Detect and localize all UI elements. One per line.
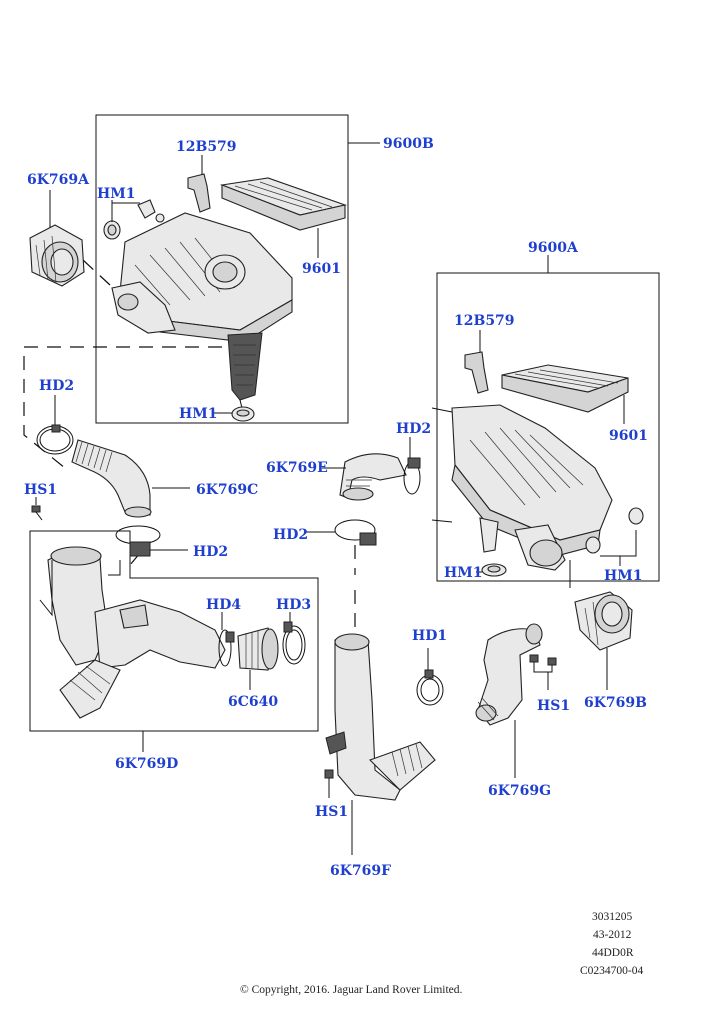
screw-hs1-left — [31, 497, 43, 521]
screw-hs1-right — [529, 654, 557, 690]
duct-6k769f — [325, 633, 436, 855]
label-hd2-right-mid: HD2 — [273, 527, 308, 543]
air-filter-9601-right — [501, 364, 629, 424]
clamp-hd4 — [218, 612, 235, 667]
label-9600b: 9600B — [383, 136, 434, 152]
ref-number-3: 44DD0R — [592, 947, 634, 959]
grommet-hm1-top — [103, 199, 255, 422]
copyright-notice: © Copyright, 2016. Jaguar Land Rover Lim… — [240, 984, 463, 996]
clamp-hd2-right-top — [403, 437, 421, 495]
label-12b579-right: 12B579 — [454, 313, 515, 329]
maf-housing-6c640 — [237, 627, 279, 690]
duct-6k769d — [39, 546, 226, 719]
label-6k769a: 6K769A — [27, 172, 90, 188]
ref-number-4: C0234700-04 — [580, 965, 644, 977]
hose-6k769c — [71, 439, 190, 518]
label-hs1-middle: HS1 — [315, 804, 348, 820]
label-hm1-bottom-left: HM1 — [179, 406, 217, 422]
group-box-6k769d — [29, 530, 319, 732]
label-6k769d: 6K769D — [115, 756, 178, 772]
duct-6k769g — [475, 623, 543, 778]
clamp-hd3 — [282, 612, 306, 665]
ref-number-1: 3031205 — [592, 911, 633, 923]
label-6k769c: 6K769C — [196, 482, 258, 498]
group-box-9600b — [95, 114, 349, 424]
clamp-hd2-lower — [115, 525, 188, 557]
label-9600a: 9600A — [528, 240, 579, 256]
intake-cone-6k769a — [29, 190, 85, 287]
label-9601-right: 9601 — [609, 428, 648, 444]
label-hs1-left: HS1 — [24, 482, 57, 498]
label-6k769f: 6K769F — [330, 863, 391, 879]
clamp-hd1 — [416, 648, 444, 706]
hose-6k769e — [322, 453, 407, 501]
label-6k769e: 6K769E — [266, 460, 328, 476]
label-hd2-lower: HD2 — [193, 544, 228, 560]
grommet-hm1-right — [476, 507, 644, 577]
maf-sensor-12b579-right — [464, 330, 489, 394]
label-hd4: HD4 — [206, 597, 241, 613]
air-cleaner-9600a — [431, 404, 613, 571]
intake-cone-6k769b — [569, 560, 633, 690]
label-6k769b: 6K769B — [584, 695, 647, 711]
air-filter-9601-top — [219, 177, 348, 258]
maf-sensor-12b579-top — [187, 155, 211, 213]
clamp-hd2-left — [36, 395, 74, 455]
label-6k769g: 6K769G — [488, 783, 551, 799]
label-hm1-top: HM1 — [97, 186, 135, 202]
label-6c640: 6C640 — [228, 694, 278, 710]
clamp-hd2-right-mid — [305, 519, 377, 546]
label-hd2-left: HD2 — [39, 378, 74, 394]
label-hd2-right-top: HD2 — [396, 421, 431, 437]
ref-number-2: 43-2012 — [593, 929, 632, 941]
label-9601-top: 9601 — [302, 261, 341, 277]
label-hd3: HD3 — [276, 597, 311, 613]
screw-hs1-middle — [324, 769, 334, 798]
air-cleaner-9600b — [111, 212, 293, 409]
label-hs1-right: HS1 — [537, 698, 570, 714]
label-12b579-top: 12B579 — [176, 139, 237, 155]
label-hm1-right: HM1 — [604, 568, 642, 584]
label-hm1-right-left: HM1 — [444, 565, 482, 581]
label-hd1: HD1 — [412, 628, 447, 644]
